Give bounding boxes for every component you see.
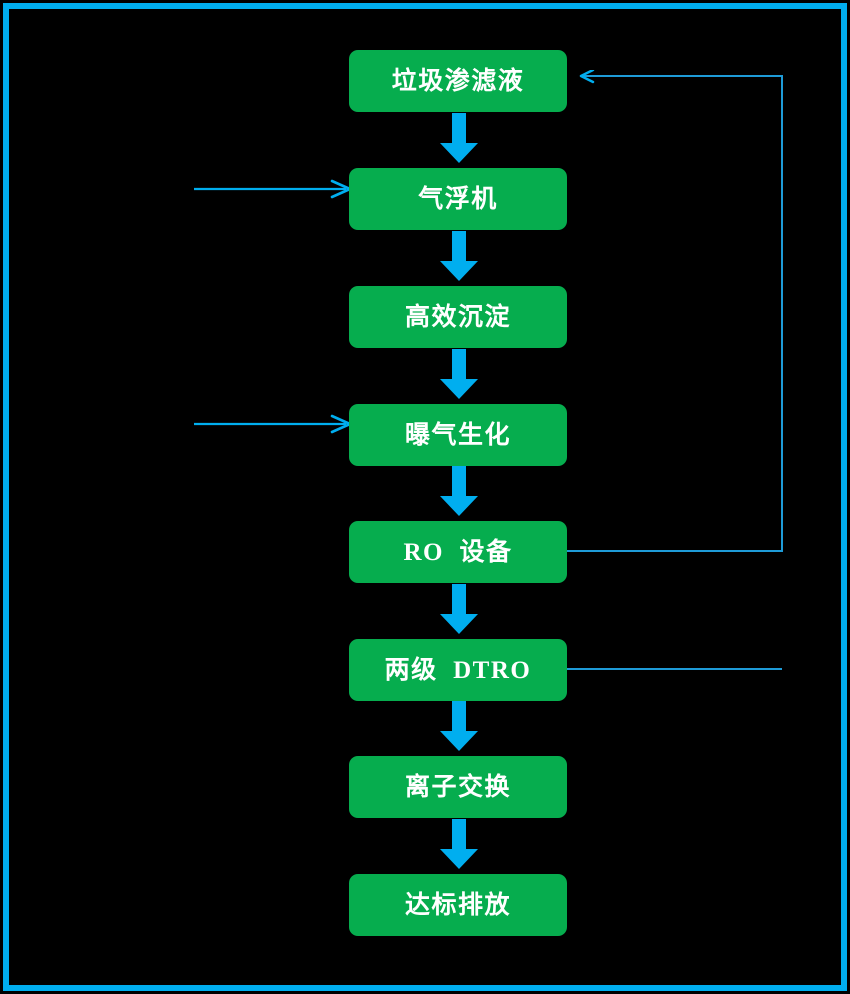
- process-node-ro[interactable]: RO 设备: [349, 521, 567, 583]
- process-node-ionexchange[interactable]: 离子交换: [349, 756, 567, 818]
- process-node-label: 高效沉淀: [404, 303, 511, 331]
- feed-arrow-aeration: [194, 413, 352, 435]
- flow-arrow-leachate-flotation: [440, 113, 478, 163]
- flow-arrow-flotation-settling: [440, 231, 478, 281]
- flow-arrow-aeration-ro: [440, 466, 478, 516]
- process-node-settling[interactable]: 高效沉淀: [349, 286, 567, 348]
- process-node-label: 曝气生化: [404, 421, 511, 449]
- process-node-aeration[interactable]: 曝气生化: [349, 404, 567, 466]
- canvas-border: [3, 3, 847, 991]
- process-node-flotation[interactable]: 气浮机: [349, 168, 567, 230]
- flow-arrow-ionexchange-discharge: [440, 819, 478, 869]
- process-node-label: 达标排放: [404, 891, 511, 919]
- return-line-ro-to-leachate: [567, 70, 789, 558]
- process-node-label: 离子交换: [404, 773, 511, 801]
- process-node-discharge[interactable]: 达标排放: [349, 874, 567, 936]
- flow-arrow-dtro-ionexchange: [440, 701, 478, 751]
- return-line-dtro-to-leachate: [567, 665, 789, 677]
- flow-arrow-settling-aeration: [440, 349, 478, 399]
- process-node-leachate[interactable]: 垃圾渗滤液: [349, 50, 567, 112]
- process-node-label: RO 设备: [403, 538, 513, 566]
- flow-arrow-ro-dtro: [440, 584, 478, 634]
- process-node-dtro[interactable]: 两级 DTRO: [349, 639, 567, 701]
- feed-arrow-flotation: [194, 178, 352, 200]
- process-node-label: 两级 DTRO: [384, 656, 532, 684]
- process-node-label: 气浮机: [418, 185, 498, 213]
- process-node-label: 垃圾渗滤液: [391, 67, 525, 95]
